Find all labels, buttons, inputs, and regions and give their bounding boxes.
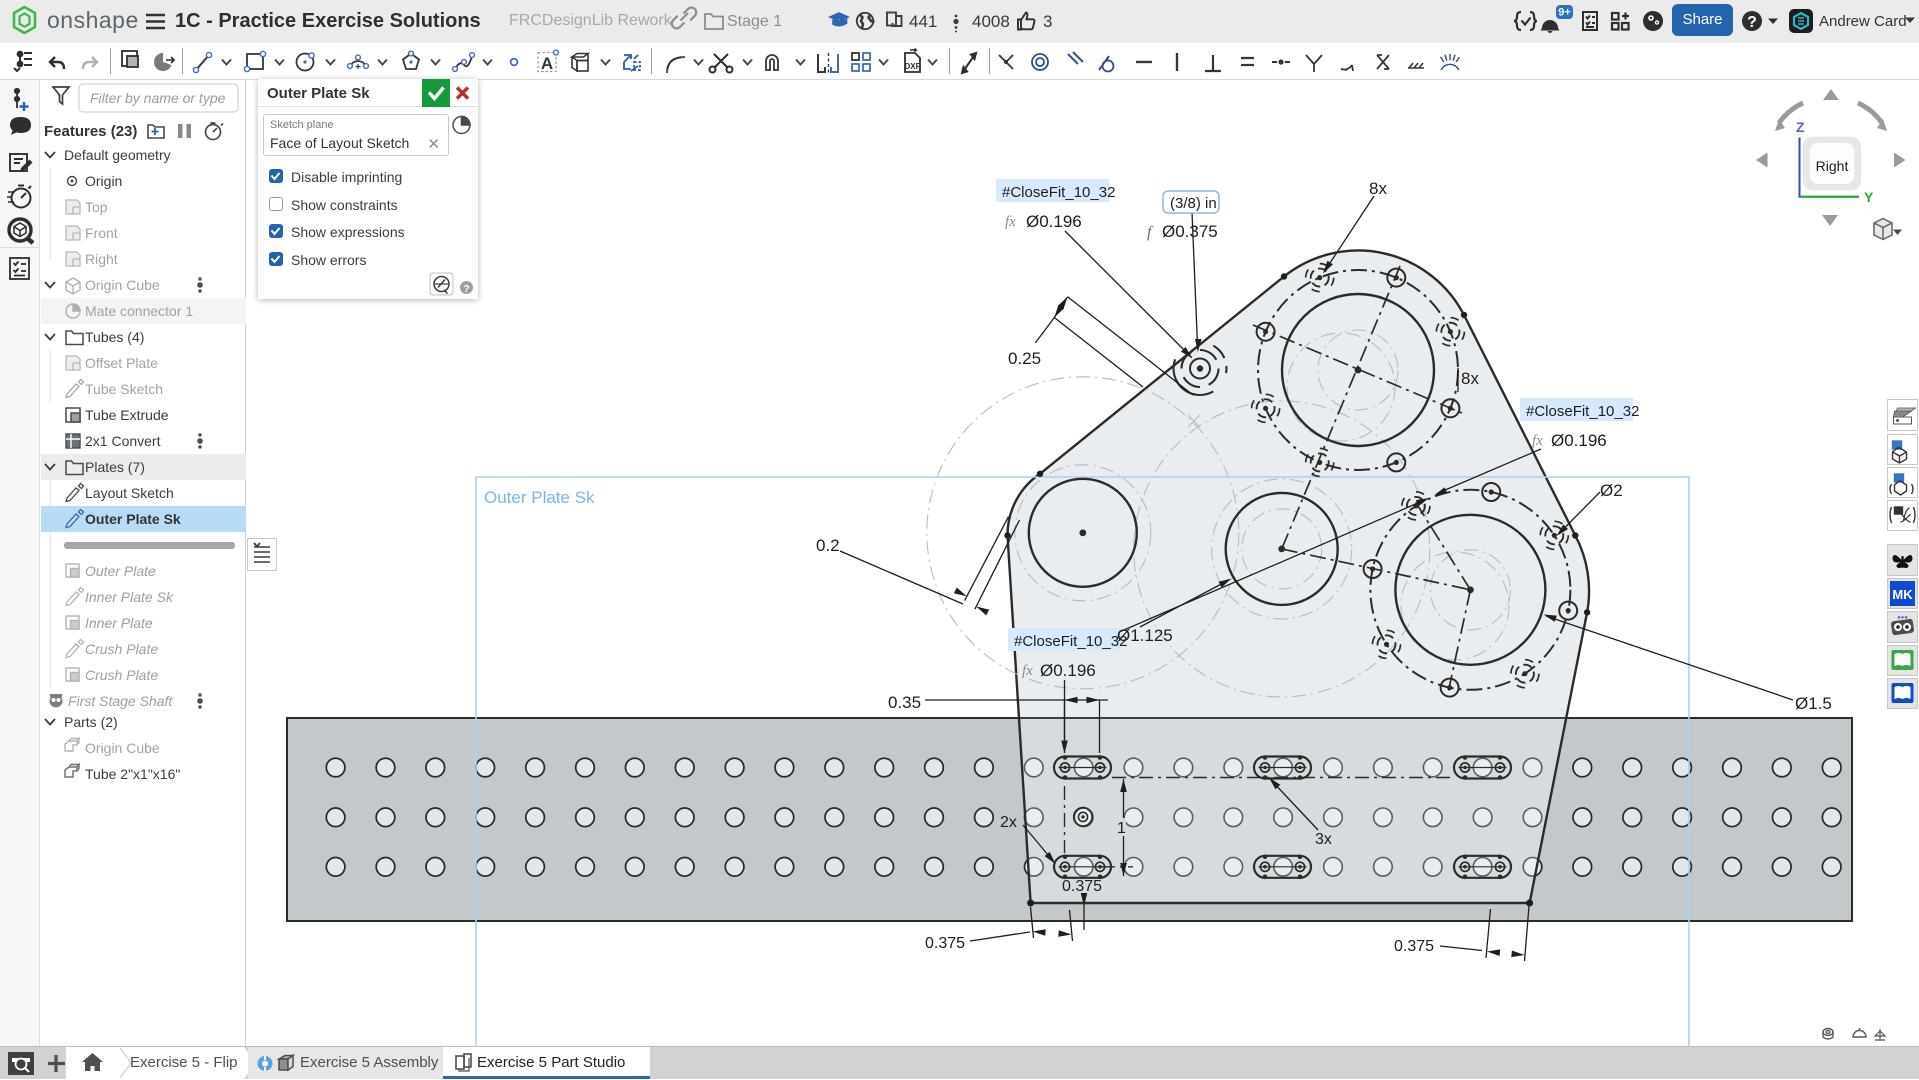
svg-text:Outer Plate Sk: Outer Plate Sk xyxy=(484,488,595,507)
svg-text:fx: fx xyxy=(1005,214,1016,230)
svg-text:?: ? xyxy=(463,284,469,295)
svg-text:2x: 2x xyxy=(1000,814,1017,831)
svg-text:0.35: 0.35 xyxy=(888,693,921,712)
svg-text:DXF: DXF xyxy=(905,62,921,71)
svg-text:Inner Plate: Inner Plate xyxy=(85,615,153,631)
svg-text:#CloseFit_10_32: #CloseFit_10_32 xyxy=(1014,633,1127,650)
svg-text:Ø0.196: Ø0.196 xyxy=(1040,661,1096,680)
svg-text:8x: 8x xyxy=(1461,369,1479,388)
svg-text:Inner Plate Sk: Inner Plate Sk xyxy=(85,589,174,605)
svg-text:A: A xyxy=(541,54,553,73)
svg-text:Tubes (4): Tubes (4) xyxy=(85,329,144,345)
svg-text:Crush Plate: Crush Plate xyxy=(85,667,158,683)
svg-text:Right: Right xyxy=(1816,158,1849,174)
svg-text:Z: Z xyxy=(1796,119,1805,135)
svg-text:Ø1.5: Ø1.5 xyxy=(1795,694,1832,713)
svg-text:441: 441 xyxy=(909,12,937,31)
svg-text:?: ? xyxy=(1747,14,1757,31)
svg-text:fx: fx xyxy=(1532,433,1543,449)
svg-text:MK: MK xyxy=(1892,587,1913,602)
svg-text:onshape: onshape xyxy=(47,7,139,33)
svg-text:8x: 8x xyxy=(1369,179,1387,198)
svg-text:Ø0.196: Ø0.196 xyxy=(1551,431,1607,450)
svg-text:#CloseFit_10_32: #CloseFit_10_32 xyxy=(1526,403,1639,420)
svg-text:Ø1.125: Ø1.125 xyxy=(1117,626,1173,645)
svg-text:Filter by name or type: Filter by name or type xyxy=(90,90,226,106)
svg-text:0.375: 0.375 xyxy=(1394,938,1434,955)
svg-text:Outer Plate: Outer Plate xyxy=(85,563,156,579)
svg-text:Default geometry: Default geometry xyxy=(64,147,171,163)
svg-text:3x: 3x xyxy=(1315,831,1332,848)
svg-text:Crush Plate: Crush Plate xyxy=(85,641,158,657)
svg-text:0.375: 0.375 xyxy=(1062,878,1102,895)
svg-text:3: 3 xyxy=(1043,12,1052,31)
svg-text:Ø0.375: Ø0.375 xyxy=(1162,222,1218,241)
svg-text:0.2: 0.2 xyxy=(816,536,840,555)
svg-text:1: 1 xyxy=(1117,820,1126,837)
svg-text:Origin Cube: Origin Cube xyxy=(85,277,160,293)
svg-text:Origin Cube: Origin Cube xyxy=(85,740,160,756)
svg-text:Tube 2"x1"x16": Tube 2"x1"x16" xyxy=(85,766,180,782)
svg-text:Layout Sketch: Layout Sketch xyxy=(85,485,174,501)
svg-text:Y: Y xyxy=(1864,189,1874,205)
svg-text:Origin: Origin xyxy=(85,173,122,189)
svg-text:Tube Extrude: Tube Extrude xyxy=(85,407,169,423)
svg-text:Features (23): Features (23) xyxy=(44,123,137,140)
svg-text:Ø2: Ø2 xyxy=(1600,481,1623,500)
svg-text:Front: Front xyxy=(85,225,118,241)
svg-text:0.375: 0.375 xyxy=(925,935,965,952)
svg-text:2x1 Convert: 2x1 Convert xyxy=(85,433,161,449)
svg-text:First Stage Shaft: First Stage Shaft xyxy=(68,693,173,709)
svg-text:9+: 9+ xyxy=(1558,7,1571,19)
svg-text:Right: Right xyxy=(85,251,118,267)
svg-text:0.25: 0.25 xyxy=(1008,349,1041,368)
svg-text:Mate connector 1: Mate connector 1 xyxy=(85,303,193,319)
svg-text:Parts (2): Parts (2) xyxy=(64,714,118,730)
svg-text:fx: fx xyxy=(1022,663,1033,679)
svg-text:4008: 4008 xyxy=(972,12,1010,31)
svg-text:#CloseFit_10_32: #CloseFit_10_32 xyxy=(1002,184,1115,201)
svg-text:Outer Plate Sk: Outer Plate Sk xyxy=(85,511,181,527)
svg-text:(3/8) in: (3/8) in xyxy=(1170,195,1217,212)
svg-text:Tube Sketch: Tube Sketch xyxy=(85,381,163,397)
svg-text:Top: Top xyxy=(85,199,108,215)
svg-text:Ø0.196: Ø0.196 xyxy=(1026,212,1082,231)
svg-text:Offset Plate: Offset Plate xyxy=(85,355,158,371)
svg-text:f: f xyxy=(1147,224,1154,241)
svg-text:Plates (7): Plates (7) xyxy=(85,459,145,475)
svg-text:●●●: ●●● xyxy=(1897,615,1908,621)
